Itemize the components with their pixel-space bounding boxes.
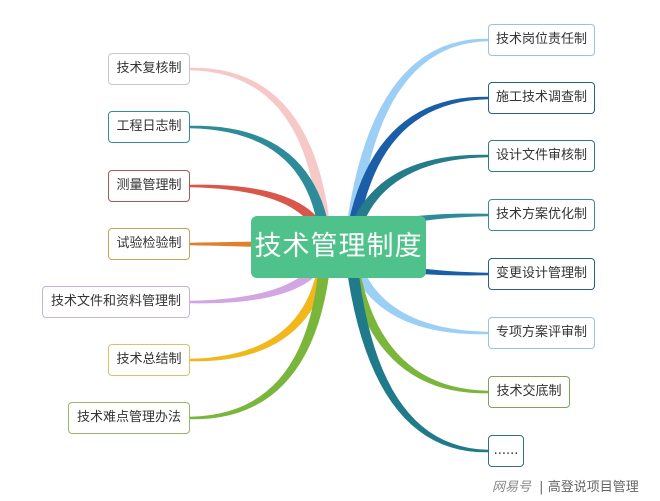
right-node-4[interactable]: 技术方案优化制: [488, 199, 595, 231]
watermark-author: 高登说项目管理: [547, 480, 639, 495]
right-node-7[interactable]: 技术交底制: [488, 376, 570, 408]
left-node-7[interactable]: 技术难点管理办法: [68, 402, 190, 434]
left-node-3[interactable]: 测量管理制: [108, 170, 190, 202]
left-node-2[interactable]: 工程日志制: [108, 111, 190, 143]
branch-line: [344, 154, 488, 249]
branch-line: [344, 246, 488, 394]
branch-line: [344, 246, 488, 453]
left-node-6[interactable]: 技术总结制: [108, 344, 190, 376]
branch-line: [344, 245, 488, 335]
right-node-5[interactable]: 变更设计管理制: [488, 258, 595, 290]
left-node-4[interactable]: 试验检验制: [108, 228, 190, 260]
left-node-1[interactable]: 技术复核制: [108, 53, 190, 85]
right-node-2[interactable]: 施工技术调查制: [488, 82, 595, 114]
right-node-1[interactable]: 技术岗位责任制: [488, 24, 595, 56]
branch-line: [344, 96, 488, 248]
right-node-3[interactable]: 设计文件审核制: [488, 140, 595, 172]
watermark-separator: |: [539, 480, 544, 495]
left-node-5[interactable]: 技术文件和资料管理制: [42, 286, 190, 318]
center-node[interactable]: 技术管理制度: [251, 216, 426, 278]
right-node-8[interactable]: ......: [488, 435, 524, 467]
watermark-logo: 网易号: [492, 480, 532, 495]
branch-line: [344, 38, 488, 248]
watermark: 网易号 | 高登说项目管理: [492, 476, 639, 495]
right-node-6[interactable]: 专项方案评审制: [488, 317, 595, 349]
